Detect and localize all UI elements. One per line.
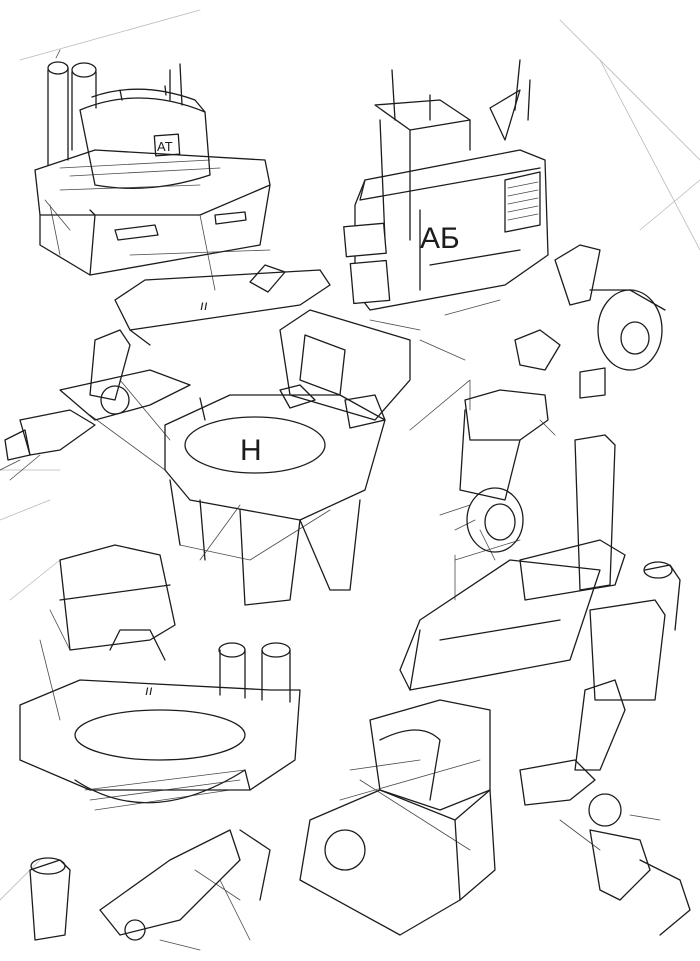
sketch-hooded-unit [299, 699, 496, 936]
sketch-bottom-left-parts [29, 829, 271, 951]
sketch-seat-canisters: ıı [19, 544, 301, 811]
sketch-wing-panel [399, 434, 681, 701]
marking-h-label: H [240, 434, 262, 467]
faint-guide-lines [0, 9, 700, 901]
tick-marks-2: ıı [145, 682, 153, 698]
sketch-arm-left [0, 329, 191, 481]
sketch-seat-h-pad: H [89, 309, 471, 606]
sketch-arm-bottom-right [519, 679, 691, 936]
marking-at-label: AT [157, 139, 173, 154]
sketch-vehicle-ab: AБ [343, 59, 549, 331]
marking-ab-label: AБ [420, 222, 460, 255]
sketch-gripper-right [439, 244, 666, 553]
tick-marks-1: ıı [200, 297, 208, 313]
sketch-hover-machine-at: AT ıı [34, 49, 331, 346]
